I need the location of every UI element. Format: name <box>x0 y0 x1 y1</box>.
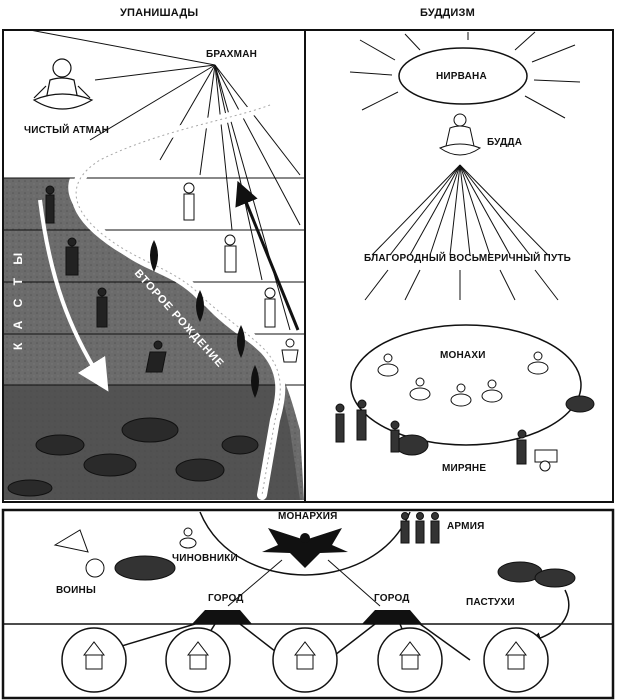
atman-label: ЧИСТЫЙ АТМАН <box>24 125 110 136</box>
herders-label: ПАСТУХИ <box>466 597 515 608</box>
monarchy-arc <box>199 511 411 576</box>
warriors-icon <box>53 529 176 581</box>
ascent-arrow <box>235 180 300 331</box>
nirvana-rays <box>349 31 581 119</box>
castes-label: К А С Т Ы <box>11 247 25 350</box>
castes-arrow <box>38 199 109 392</box>
monarchy-label: МОНАРХИЯ <box>278 511 338 522</box>
officials-icon <box>179 527 197 549</box>
officials-label: ЧИНОВНИКИ <box>172 553 238 564</box>
flame-icons <box>150 240 259 398</box>
buddha-label: БУДДА <box>487 137 523 148</box>
brahman-label: БРАХМАН <box>206 49 258 60</box>
warriors-label: ВОИНЫ <box>56 585 96 596</box>
bottom-frame <box>1 508 615 700</box>
monks-icon <box>377 351 549 407</box>
hut-icons <box>82 641 528 670</box>
animal-realm <box>4 385 300 500</box>
dark-caste-figures-icon <box>45 185 167 373</box>
top-frame <box>2 29 614 503</box>
buddha-figure-icon <box>438 113 482 156</box>
laity-icon <box>335 395 595 472</box>
city-left-icon <box>192 610 252 624</box>
buddhism-header: БУДДИЗМ <box>420 7 475 19</box>
nirvana-oval <box>398 47 528 105</box>
herders-arrow <box>529 589 570 644</box>
eightfold-path-label: БЛАГОРОДНЫЙ ВОСЬМЕРИЧНЫЙ ПУТЬ <box>364 253 572 264</box>
monastic-community-oval <box>350 324 582 446</box>
atman-figure-icon <box>32 58 94 110</box>
monarchy-eagle-icon <box>262 528 348 568</box>
caste-figures-icon <box>183 182 299 363</box>
nirvana-label: НИРВАНА <box>436 71 487 82</box>
city-right-label: ГОРОД <box>374 593 410 604</box>
laity-label: МИРЯНЕ <box>442 463 487 474</box>
brahman-rays <box>29 29 301 331</box>
city-right-icon <box>362 610 422 624</box>
herders-icon <box>497 561 576 588</box>
upanishads-header: УПАНИШАДЫ <box>120 7 199 19</box>
eightfold-path-rays <box>364 164 559 301</box>
rebirth-path <box>71 100 286 500</box>
army-icon <box>400 512 440 544</box>
city-left-label: ГОРОД <box>208 593 244 604</box>
army-label: АРМИЯ <box>447 521 485 532</box>
animals-icon <box>7 417 259 497</box>
eagle-to-city-lines <box>227 559 381 607</box>
monks-label: МОНАХИ <box>440 350 486 361</box>
